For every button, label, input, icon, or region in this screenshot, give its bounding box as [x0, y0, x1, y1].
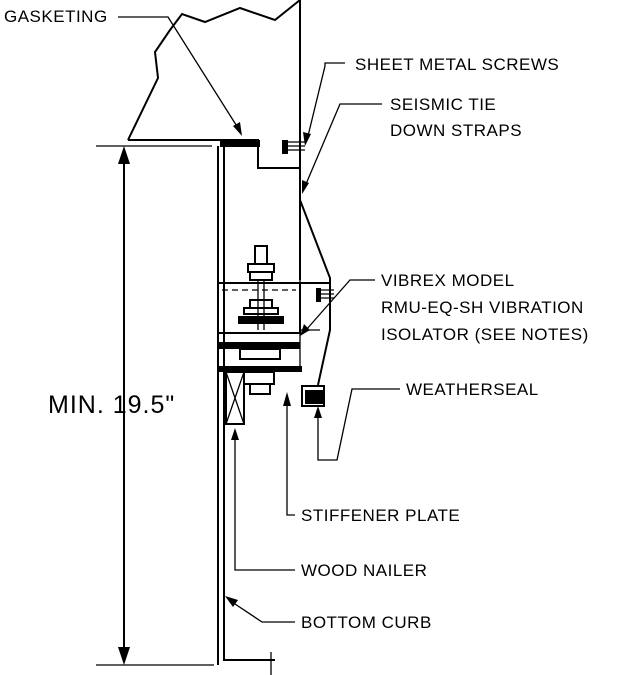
label-vibrex-line2: RMU-EQ-SH VIBRATION — [381, 298, 584, 317]
label-seismic-line2: DOWN STRAPS — [390, 121, 522, 140]
label-vibrex-line1: VIBREX MODEL — [381, 271, 515, 290]
leader-vibrex — [300, 279, 375, 336]
vibration-isolator — [218, 280, 302, 395]
label-stiffener-plate: STIFFENER PLATE — [301, 506, 460, 525]
leader-bottom-curb — [225, 596, 295, 623]
label-gasketing: GASKETING — [4, 7, 108, 26]
weatherseal-part — [301, 385, 325, 407]
label-seismic-line1: SEISMIC TIE — [390, 95, 496, 114]
sheet-metal-screw — [282, 140, 305, 154]
upper-unit-base — [128, 139, 300, 169]
leader-weatherseal — [314, 388, 400, 461]
wood-nailer — [225, 371, 245, 425]
curb-wall — [217, 146, 275, 665]
label-bottom-curb: BOTTOM CURB — [301, 613, 432, 632]
isolator-bolt — [238, 245, 284, 330]
leader-wood-nailer — [231, 428, 295, 571]
isolator-screw — [316, 288, 334, 302]
label-sheet-metal-screws: SHEET METAL SCREWS — [355, 55, 559, 74]
leader-sheet-metal-screws — [303, 62, 345, 146]
label-weatherseal: WEATHERSEAL — [406, 380, 539, 399]
leader-seismic — [302, 103, 382, 194]
upper-unit-outline — [127, 0, 331, 386]
label-wood-nailer: WOOD NAILER — [301, 561, 427, 580]
leader-gasketing — [118, 16, 242, 136]
gasket-block — [220, 140, 260, 147]
dimension-label: MIN. 19.5" — [48, 391, 175, 419]
dimension-line — [96, 145, 272, 675]
label-vibrex-line3: ISOLATOR (SEE NOTES) — [381, 325, 589, 344]
leader-stiffener — [283, 392, 295, 516]
